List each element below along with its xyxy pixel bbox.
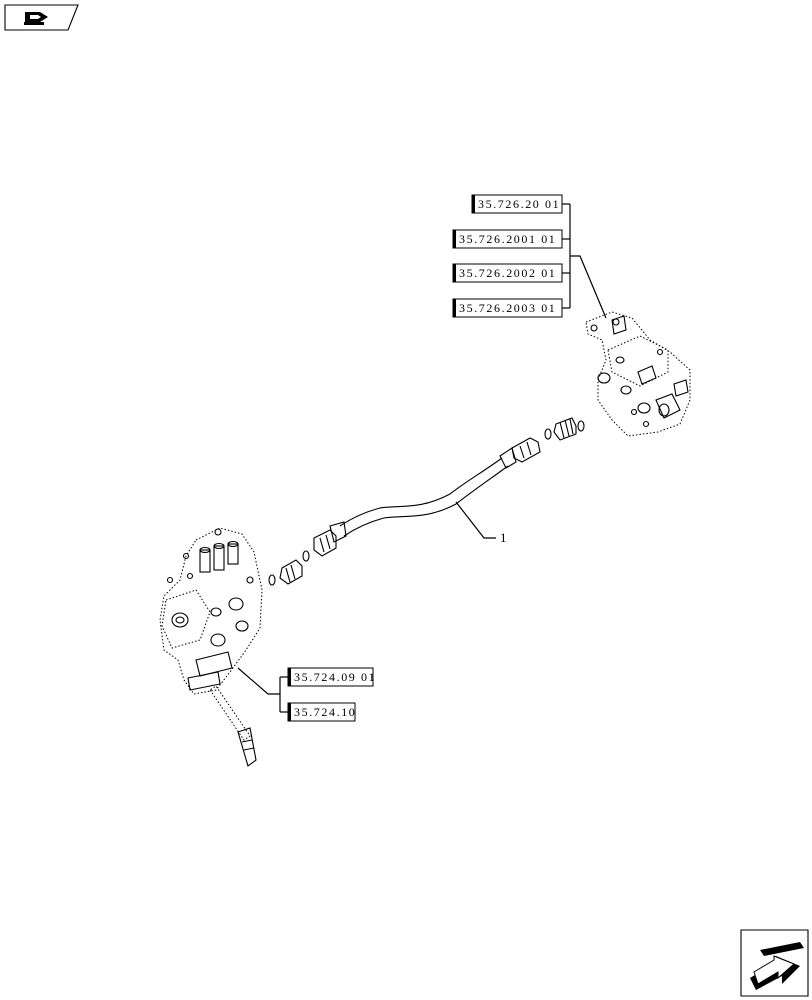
o-ring-right xyxy=(544,428,552,440)
reference-link[interactable]: 35.726.2001 01 xyxy=(452,229,563,249)
reference-list-bottom: 35.724.09 01 35.724.10 xyxy=(237,667,376,722)
fitting-left xyxy=(268,559,303,586)
reference-list-top: 35.726.20 01 35.726.2001 01 35.726.2002 … xyxy=(452,194,607,319)
control-valve-left xyxy=(159,527,263,767)
reference-bracket xyxy=(237,667,288,713)
reference-label: 35.724.09 01 xyxy=(294,670,376,684)
reference-link[interactable]: 35.724.10 xyxy=(287,702,356,722)
back-nav-button[interactable] xyxy=(4,4,79,31)
next-nav-button[interactable] xyxy=(740,929,809,997)
next-page-arrow-icon xyxy=(750,942,804,990)
o-ring-left xyxy=(302,550,310,562)
back-arrow-icon xyxy=(24,12,48,25)
part-callout: 1 xyxy=(455,501,507,545)
reference-link[interactable]: 35.726.2002 01 xyxy=(452,263,563,283)
fitting-right xyxy=(553,417,585,441)
reference-label: 35.726.2003 01 xyxy=(459,301,556,315)
reference-label: 35.726.2002 01 xyxy=(459,266,556,280)
reference-link[interactable]: 35.724.09 01 xyxy=(287,667,376,687)
part-number-label: 1 xyxy=(500,530,507,545)
reference-link[interactable]: 35.726.20 01 xyxy=(471,194,563,214)
reference-link[interactable]: 35.726.2003 01 xyxy=(452,298,563,318)
reference-label: 35.726.2001 01 xyxy=(459,232,556,246)
hose-assembly xyxy=(313,437,541,557)
valve-block-right xyxy=(585,311,691,437)
reference-label: 35.726.20 01 xyxy=(478,197,560,211)
reference-label: 35.724.10 xyxy=(294,705,356,719)
reference-bracket xyxy=(562,203,607,319)
